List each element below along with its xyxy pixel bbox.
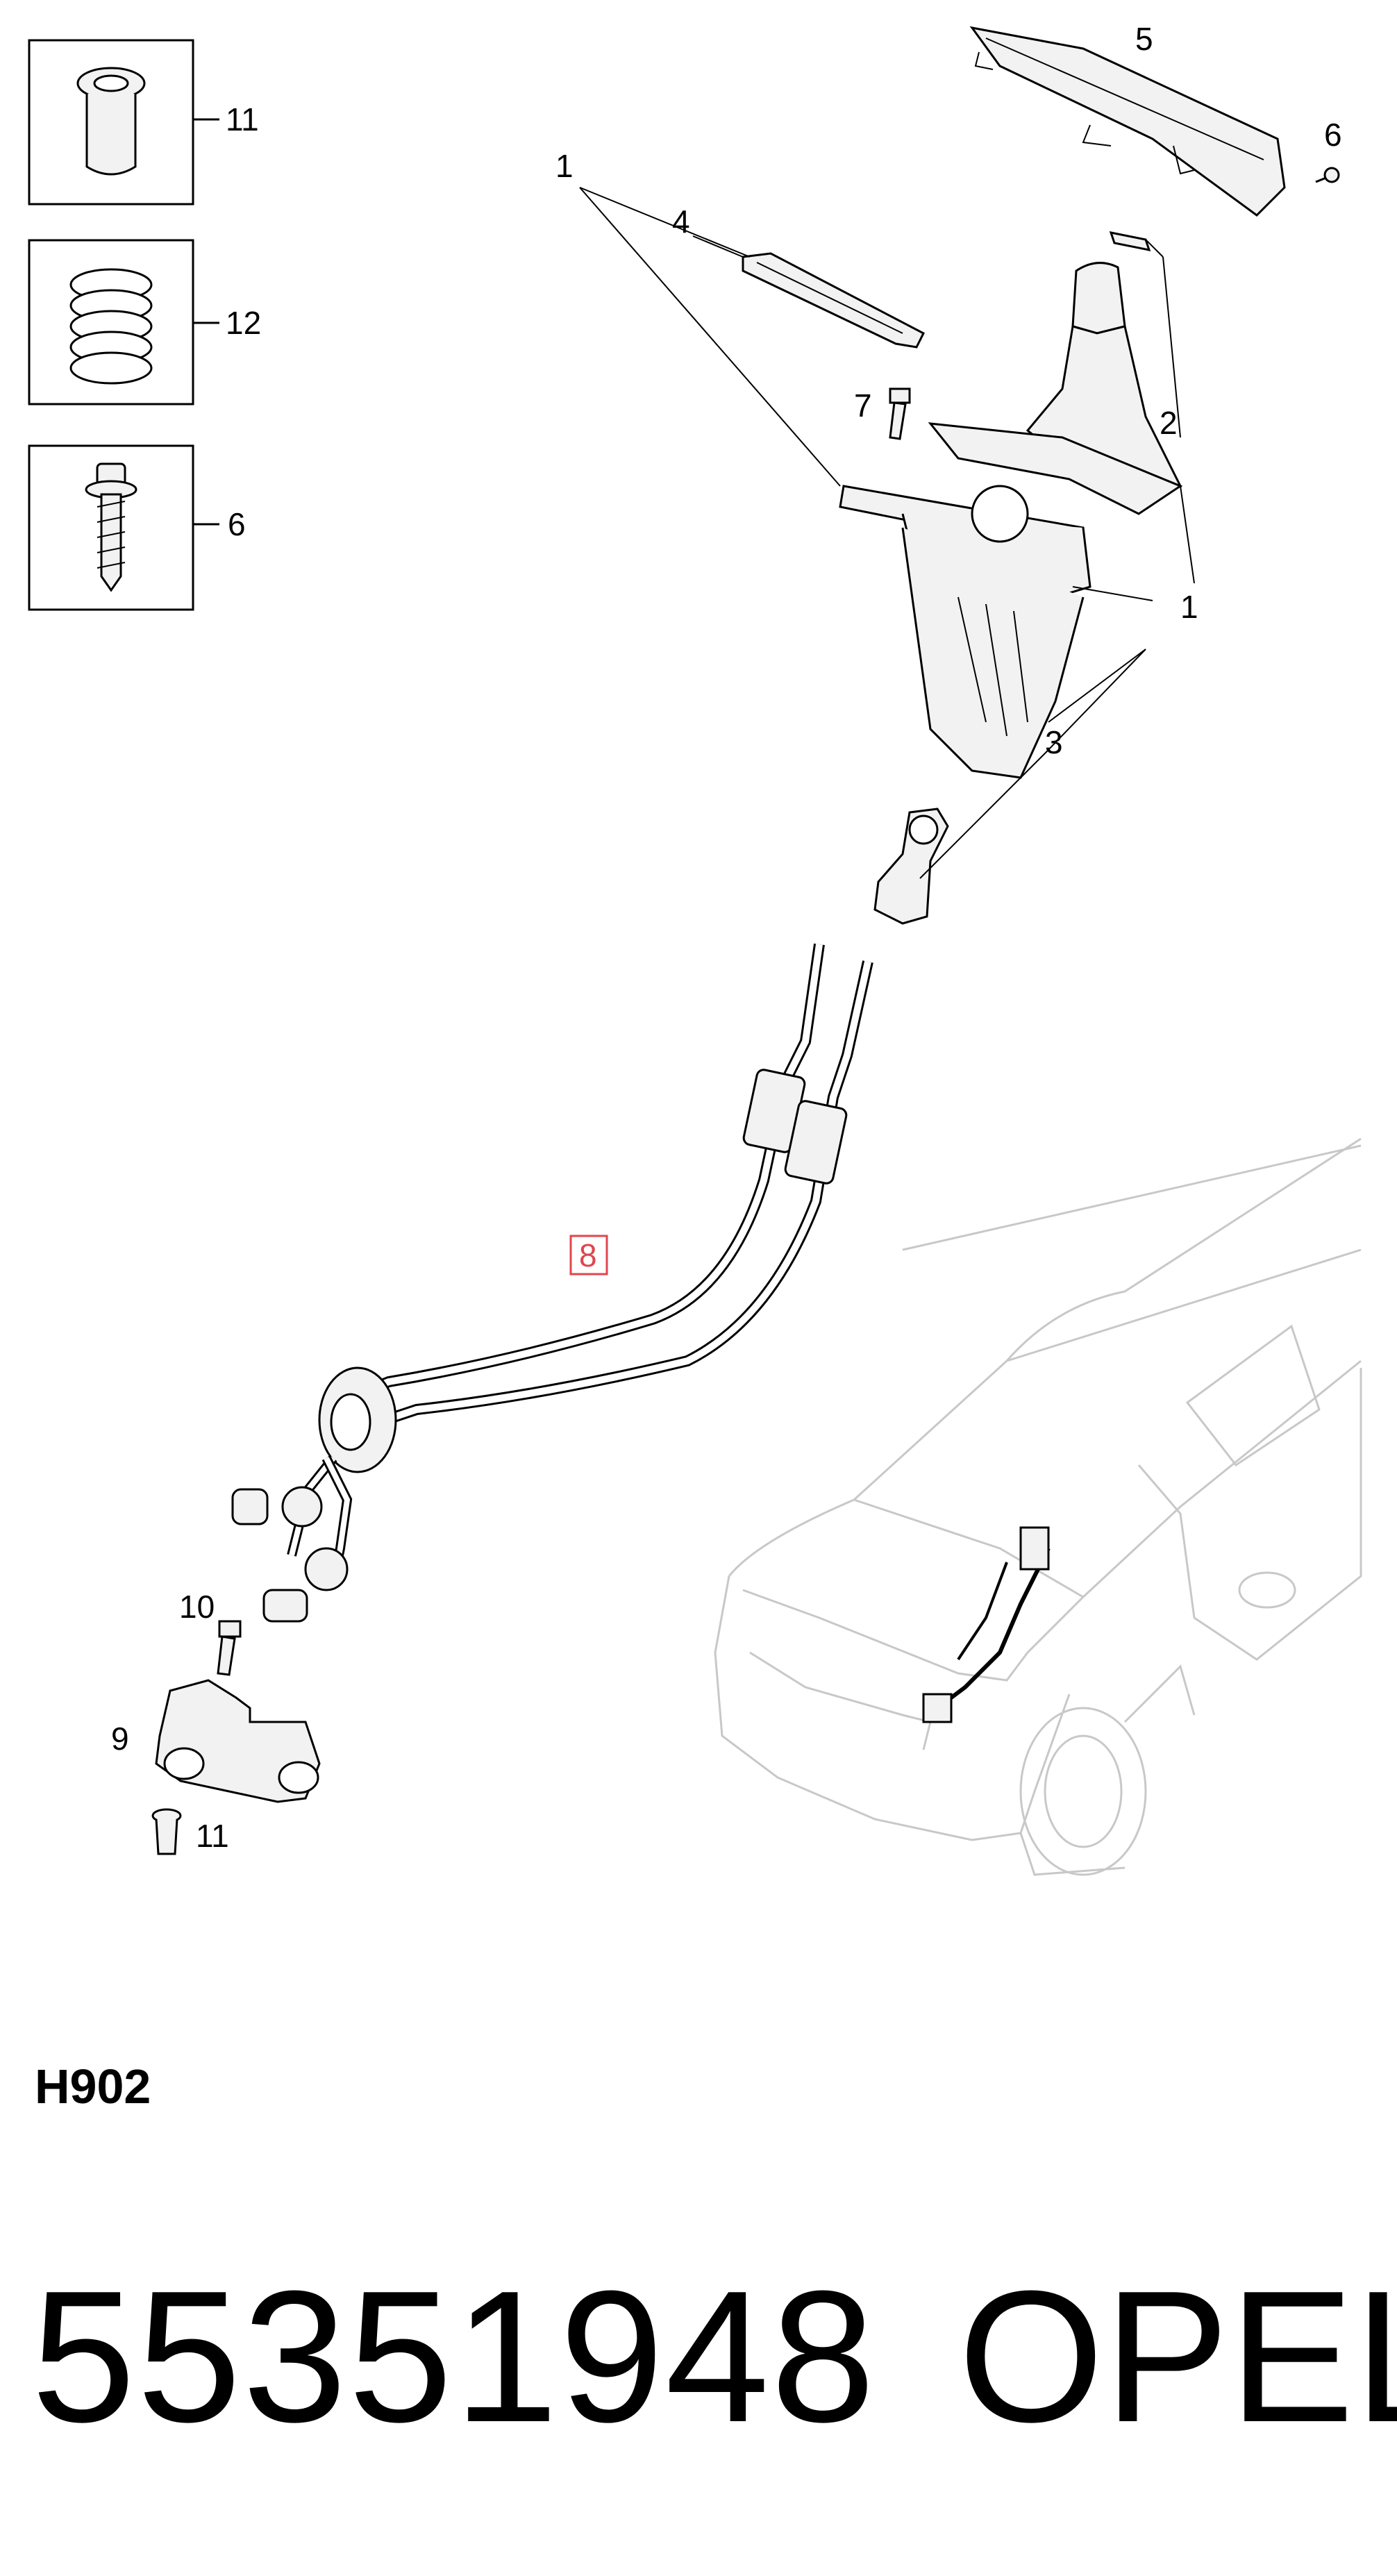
callout-12: 12 bbox=[226, 305, 261, 341]
callout-2: 2 bbox=[1160, 405, 1178, 441]
callout-6-top: 6 bbox=[1324, 117, 1342, 153]
part-8-cable bbox=[231, 943, 873, 1623]
inset-box-6 bbox=[28, 444, 219, 611]
callout-7: 7 bbox=[854, 387, 872, 424]
part-10-bolt bbox=[217, 1620, 242, 1676]
part-number: 55351948 bbox=[31, 2252, 877, 2461]
section-code: H902 bbox=[35, 2059, 151, 2114]
spring-icon bbox=[69, 268, 153, 385]
callout-4: 4 bbox=[672, 203, 690, 240]
callout-3: 3 bbox=[1045, 724, 1063, 760]
part-3-clip bbox=[873, 808, 949, 925]
callout-8: 8 bbox=[579, 1237, 597, 1273]
callout-10: 10 bbox=[179, 1589, 215, 1625]
callout-1-top: 1 bbox=[555, 148, 574, 184]
callout-5: 5 bbox=[1135, 21, 1153, 57]
part-4-plate bbox=[742, 252, 926, 349]
part-6-small-screw bbox=[1315, 167, 1340, 183]
brand-name: OPEL bbox=[958, 2252, 1397, 2461]
inset-box-11 bbox=[28, 39, 219, 206]
part-5-cover bbox=[969, 26, 1286, 217]
screw-icon bbox=[85, 462, 137, 592]
part-2-strip bbox=[1109, 231, 1151, 251]
part-7-bolt bbox=[889, 387, 911, 440]
callout-1-right: 1 bbox=[1180, 589, 1198, 625]
callout-6-box: 6 bbox=[228, 506, 246, 542]
callout-11-box: 11 bbox=[226, 101, 259, 137]
leader-lines bbox=[579, 187, 1195, 879]
inset-box-12 bbox=[28, 239, 219, 405]
part-11-insert bbox=[151, 1808, 182, 1855]
nut-insert-icon bbox=[76, 67, 146, 176]
vehicle-silhouette bbox=[714, 1137, 1362, 1876]
callout-8-highlight: 8 bbox=[569, 1235, 608, 1276]
part-1-lever-assembly bbox=[839, 262, 1183, 779]
parts-diagram: .ln { fill: none; stroke: #000; stroke-w… bbox=[28, 21, 1362, 1876]
part-9-bracket bbox=[155, 1679, 321, 1803]
callout-9: 9 bbox=[111, 1721, 129, 1757]
callout-11-bottom: 11 bbox=[196, 1818, 229, 1854]
